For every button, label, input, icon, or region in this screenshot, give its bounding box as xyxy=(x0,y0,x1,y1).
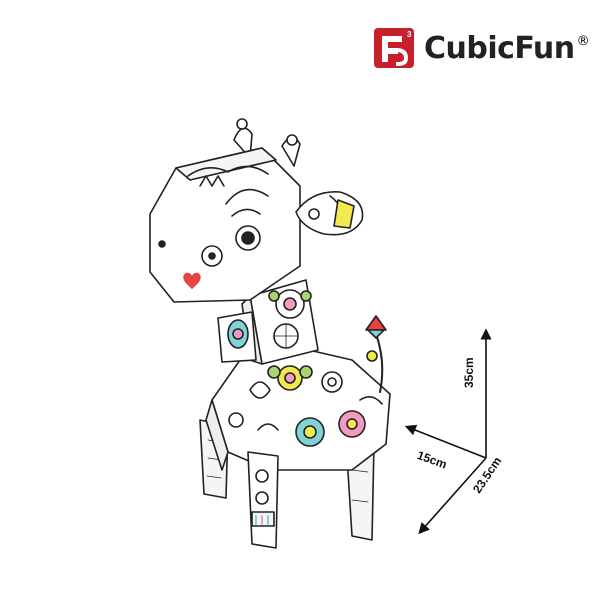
logo-superscript: 3 xyxy=(407,30,412,39)
height-label: 35cm xyxy=(462,357,476,388)
cubicfun-logo-icon: 3 xyxy=(374,28,414,68)
body-flower-pattern xyxy=(228,365,383,447)
giraffe-model xyxy=(149,118,391,549)
brand-logo: 3 CubicFun® xyxy=(372,24,590,72)
giraffe-body xyxy=(205,347,391,471)
brand-name-text: CubicFun xyxy=(424,30,575,66)
front-leg-left xyxy=(247,451,279,549)
giraffe-tail xyxy=(365,315,387,393)
giraffe-hip-panel xyxy=(217,311,257,363)
registered-mark: ® xyxy=(576,33,590,49)
brand-name: CubicFun® xyxy=(424,30,590,66)
depth-arrow xyxy=(418,457,487,535)
dimension-diagram xyxy=(404,328,492,535)
giraffe-head xyxy=(149,147,301,303)
giraffe-neck xyxy=(241,279,319,365)
giraffe-ear-flag xyxy=(295,191,364,236)
width-arrow xyxy=(404,424,487,459)
